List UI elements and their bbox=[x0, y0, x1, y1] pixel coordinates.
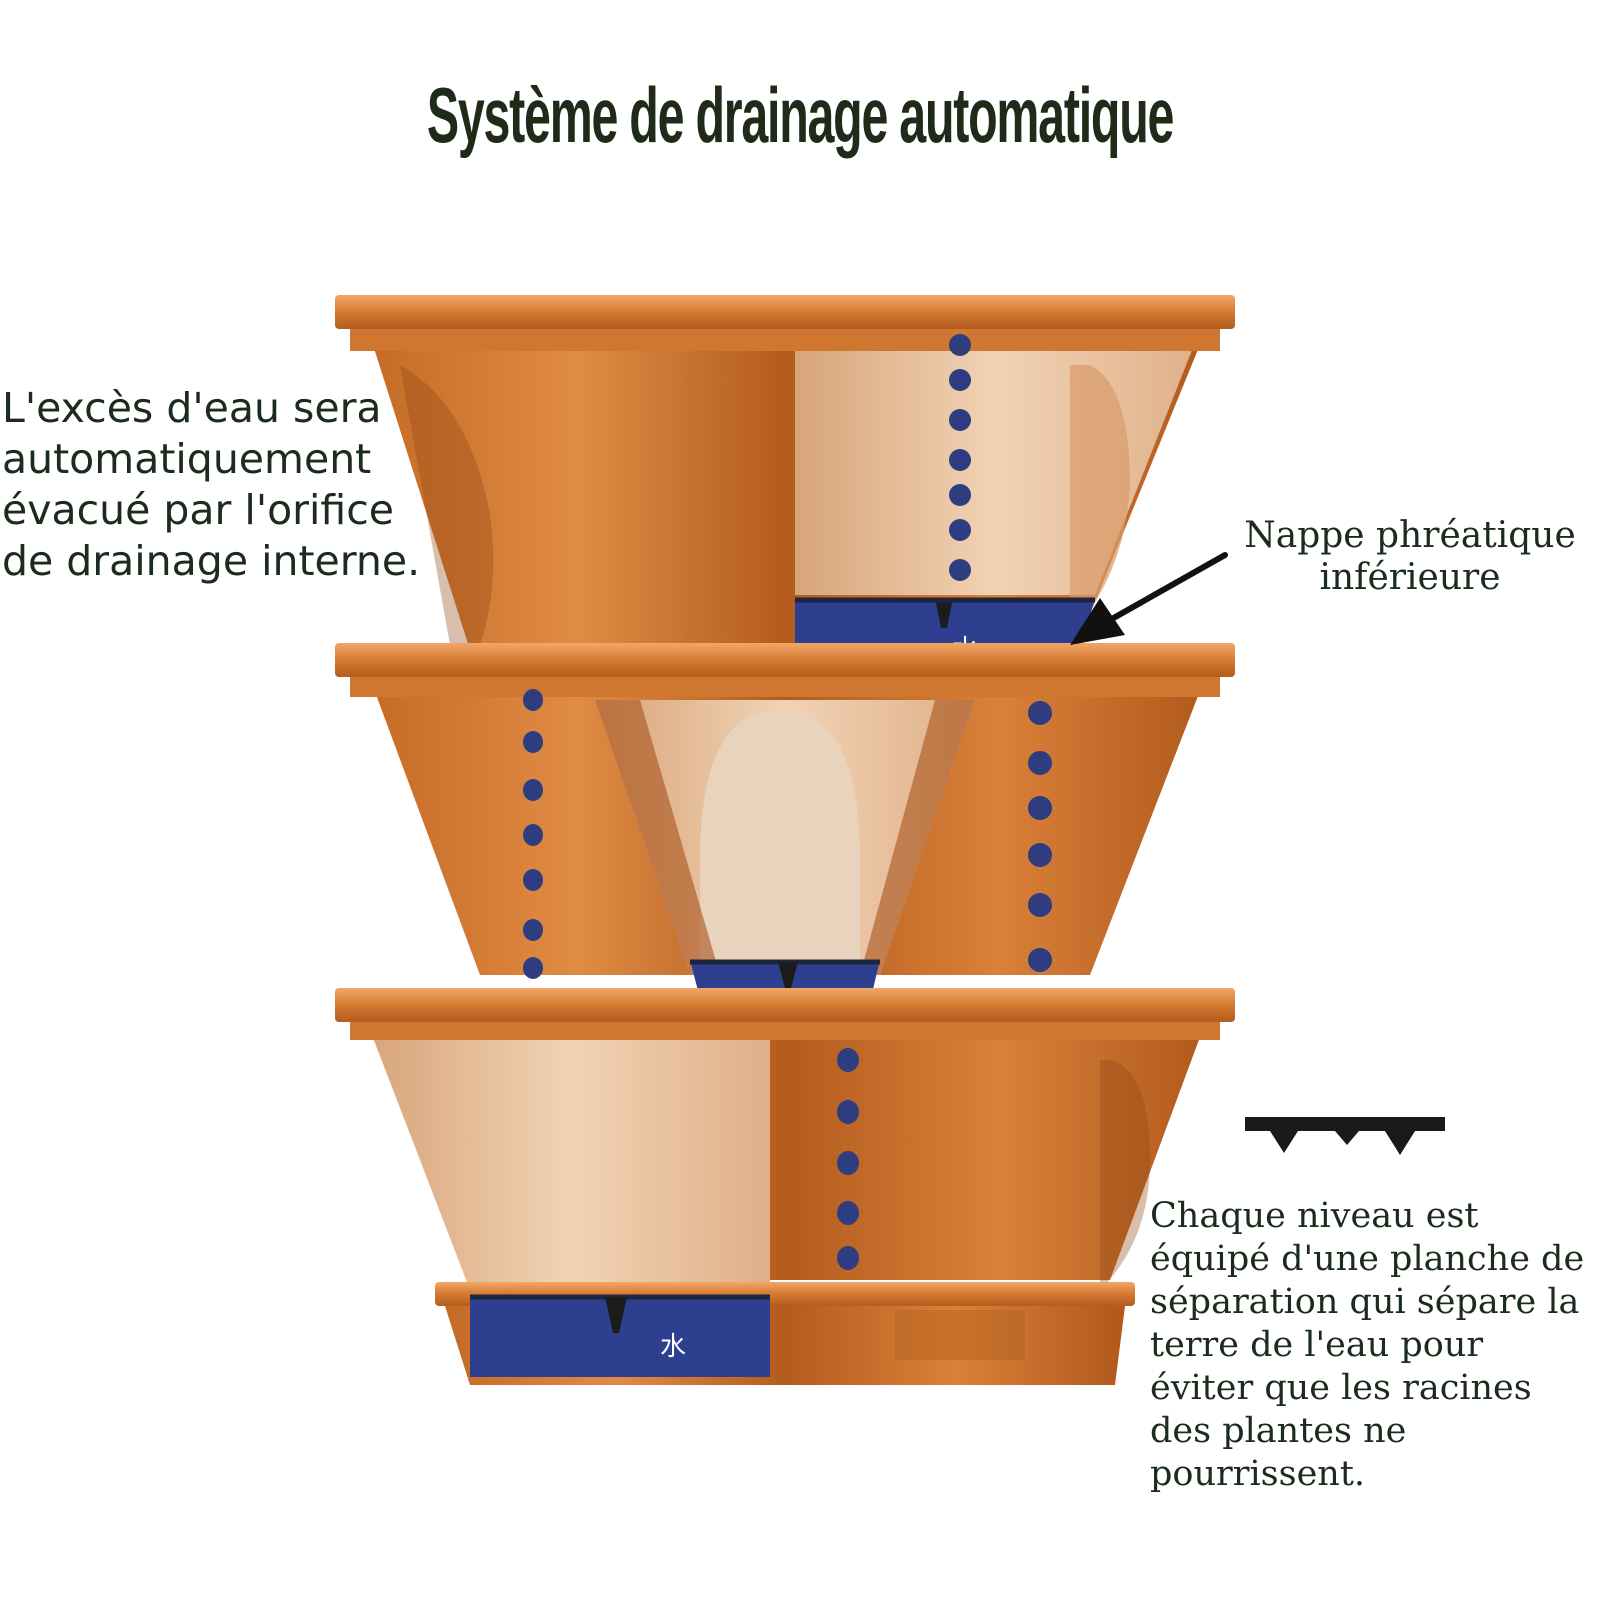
pot-bottom: 水 bbox=[335, 988, 1235, 1385]
pot-top: 水 bbox=[335, 295, 1235, 668]
note-line: des plantes ne bbox=[1150, 1411, 1407, 1451]
arrow-icon bbox=[1070, 552, 1228, 645]
note-line: terre de l'eau pour bbox=[1150, 1325, 1484, 1365]
drip-path-middle-left bbox=[523, 689, 543, 979]
separator-board-icon bbox=[1245, 1117, 1445, 1155]
note-line: Chaque niveau est bbox=[1150, 1196, 1479, 1236]
pot-middle bbox=[335, 643, 1235, 1018]
drip-path-middle-right bbox=[1028, 701, 1052, 972]
note-line: L'excès d'eau sera bbox=[2, 384, 382, 432]
note-line: évacué par l'orifice bbox=[2, 486, 395, 534]
drip-path-bottom bbox=[837, 1048, 859, 1270]
note-line: équipé d'une planche de bbox=[1150, 1239, 1585, 1279]
note-separator-board: Chaque niveau est équipé d'une planche d… bbox=[1150, 1195, 1600, 1496]
page-title: Système de drainage automatique bbox=[426, 71, 1175, 159]
water-label-bottom: 水 bbox=[660, 1332, 686, 1362]
note-water-table: Nappe phréatique inférieure bbox=[1230, 515, 1590, 599]
note-line: éviter que les racines bbox=[1150, 1368, 1532, 1408]
note-line: de drainage interne. bbox=[2, 537, 421, 585]
note-line: pourrissent. bbox=[1150, 1454, 1366, 1494]
note-drainage-excess: L'excès d'eau sera automatiquement évacu… bbox=[2, 383, 452, 587]
note-line: Nappe phréatique bbox=[1244, 515, 1576, 556]
note-line: inférieure bbox=[1319, 557, 1501, 598]
note-line: automatiquement bbox=[2, 435, 372, 483]
note-line: séparation qui sépare la bbox=[1150, 1282, 1580, 1322]
drip-path-top bbox=[949, 334, 971, 581]
